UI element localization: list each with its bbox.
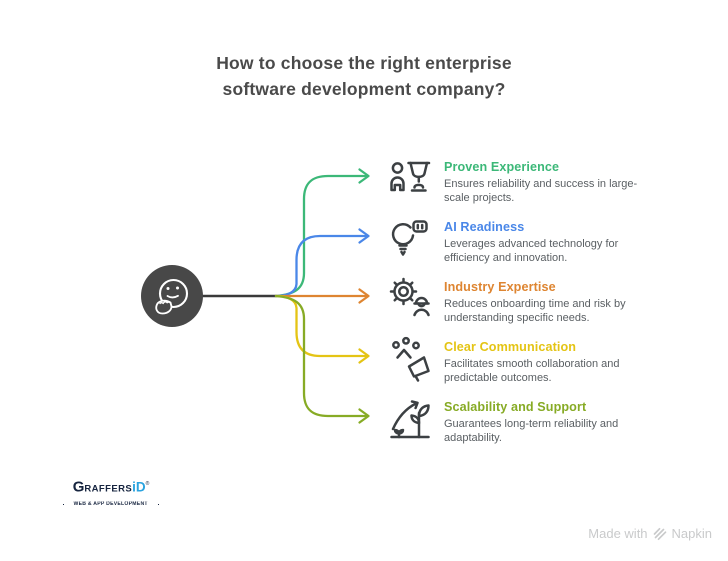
- arrowhead-icon: [358, 408, 370, 424]
- list-item-proven-experience: Proven Experience Ensures reliability an…: [388, 156, 664, 205]
- napkin-icon: [653, 527, 666, 540]
- arrowhead-icon: [358, 168, 370, 184]
- center-circle: [141, 265, 203, 327]
- arrowhead-icon: [358, 288, 370, 304]
- thinking-face-icon: [155, 278, 189, 315]
- item-title: AI Readiness: [444, 220, 525, 234]
- item-description: Reduces onboarding time and risk by unde…: [444, 298, 626, 324]
- item-title: Scalability and Support: [444, 400, 587, 414]
- graffersid-logo: GRAFFERSiD® WEB & APP DEVELOPMENT: [63, 477, 159, 512]
- person-trophy-icon: [388, 156, 432, 202]
- item-description: Guarantees long-term reliability and ada…: [444, 418, 619, 444]
- logo-tagline-row: WEB & APP DEVELOPMENT: [63, 497, 159, 512]
- logo-raffers: RAFFERS: [84, 483, 133, 495]
- lightbulb-robot-icon: [388, 216, 432, 262]
- list-item-scalability-support: Scalability and Support Guarantees long-…: [388, 396, 664, 445]
- list-item-ai-readiness: AI Readiness Leverages advanced technolo…: [388, 216, 664, 265]
- logo-letter-g: G: [72, 478, 85, 496]
- logo-id: iD: [132, 479, 146, 495]
- item-description: Facilitates smooth collaboration and pre…: [444, 358, 620, 384]
- arrowhead-icon: [358, 348, 370, 364]
- page-title: How to choose the right enterprise softw…: [0, 50, 728, 102]
- branch-industry-expertise: [274, 288, 370, 304]
- credit-brand: Napkin: [671, 526, 712, 541]
- branch-proven-experience: [274, 168, 370, 298]
- logo-tagline: WEB & APP DEVELOPMENT: [73, 501, 149, 507]
- branch-scalability-support: [274, 294, 370, 424]
- tagline-dash-right: [157, 504, 159, 506]
- list-item-clear-communication: Clear Communication Facilitates smooth c…: [388, 336, 664, 385]
- item-description: Leverages advanced technology for effici…: [444, 238, 619, 264]
- center-node: [141, 265, 203, 327]
- gear-worker-icon: [388, 276, 432, 322]
- tagline-dash-left: [63, 504, 65, 506]
- item-title: Industry Expertise: [444, 280, 556, 294]
- megaphone-icon: [388, 336, 432, 382]
- credit-prefix: Made with: [588, 526, 648, 541]
- arrowhead-icon: [358, 228, 370, 244]
- item-title: Clear Communication: [444, 340, 577, 354]
- list-item-industry-expertise: Industry Expertise Reduces onboarding ti…: [388, 276, 664, 325]
- graffersid-logo-wordmark: GRAFFERSiD®: [63, 477, 159, 496]
- item-description: Ensures reliability and success in large…: [444, 178, 638, 204]
- plant-growth-icon: [388, 396, 432, 442]
- item-title: Proven Experience: [444, 160, 560, 174]
- branch-ai-readiness: [274, 228, 370, 298]
- registered-mark: ®: [145, 481, 150, 487]
- made-with-napkin-credit[interactable]: Made with Napkin: [588, 526, 712, 541]
- page-title-line1: How to choose the right enterprise: [216, 53, 512, 73]
- page-title-line2: software development company?: [222, 79, 506, 99]
- branch-clear-communication: [274, 294, 370, 364]
